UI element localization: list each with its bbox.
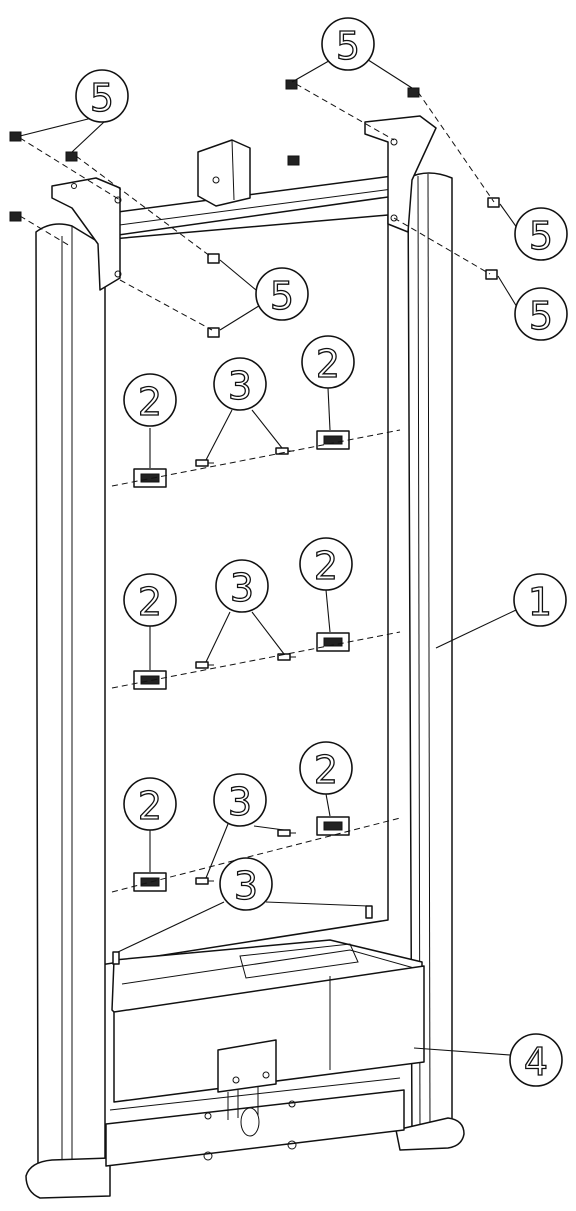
nut [207, 253, 220, 264]
screw [112, 951, 120, 965]
callout-2-row1-right: 2 [301, 335, 355, 389]
callout-5-right-upper: 5 [514, 207, 568, 261]
assembly-lines [19, 83, 495, 893]
callout-2-row3-left: 2 [123, 777, 177, 831]
nuts [9, 79, 500, 338]
left-foot [25, 1157, 111, 1199]
clip [316, 816, 350, 836]
base-beam [105, 1089, 405, 1167]
svg-text:3: 3 [230, 566, 254, 610]
clip [133, 468, 167, 488]
nut [9, 131, 22, 142]
svg-text:2: 2 [314, 544, 338, 588]
callout-2-row2-right: 2 [299, 537, 353, 591]
left-top-bracket [51, 177, 121, 291]
nut [9, 211, 22, 222]
nut [487, 197, 500, 208]
svg-text:2: 2 [314, 748, 338, 792]
nut [407, 87, 420, 98]
screw [195, 661, 214, 669]
top-center-bracket [197, 139, 251, 207]
nut [65, 151, 78, 162]
callout-5-center: 5 [255, 267, 309, 321]
callout-3-row2: 3 [215, 559, 269, 613]
svg-text:2: 2 [138, 784, 162, 828]
clip [316, 632, 350, 652]
clips [133, 430, 350, 892]
nut [285, 79, 298, 90]
svg-text:2: 2 [138, 380, 162, 424]
tray-bracket [217, 1039, 277, 1093]
callouts: 5 5 5 5 5 2 2 3 2 2 3 2 2 3 3 1 4 [75, 17, 568, 1087]
clip [316, 430, 350, 450]
callout-3-row3: 3 [213, 773, 267, 827]
svg-text:5: 5 [90, 76, 114, 120]
callout-2-row1-left: 2 [123, 373, 177, 427]
clip [133, 872, 167, 892]
tray-front [113, 965, 425, 1103]
callout-3-row1: 3 [213, 357, 267, 411]
callout-3-tray: 3 [219, 857, 273, 911]
svg-text:2: 2 [316, 342, 340, 386]
right-foot [395, 1117, 465, 1151]
leader-lines [19, 55, 521, 1056]
screws [112, 447, 373, 965]
nut [485, 269, 498, 280]
nut [287, 155, 300, 166]
svg-text:3: 3 [234, 864, 258, 908]
callout-1-frame: 1 [513, 573, 567, 627]
screw [195, 459, 214, 467]
svg-text:5: 5 [529, 294, 553, 338]
screw [195, 877, 214, 885]
left-column [35, 223, 106, 1183]
callout-2-row2-left: 2 [123, 573, 177, 627]
tray-assembly [111, 939, 425, 1120]
callout-5-top-center: 5 [321, 17, 375, 71]
callout-5-top-left: 5 [75, 69, 129, 123]
nut [207, 327, 220, 338]
svg-text:5: 5 [270, 274, 294, 318]
clip [133, 670, 167, 690]
svg-text:1: 1 [528, 580, 552, 624]
callout-2-row3-right: 2 [299, 741, 353, 795]
callout-4-tray: 4 [509, 1033, 563, 1087]
right-top-bracket [364, 115, 437, 233]
screw [365, 905, 373, 919]
callout-5-right-lower: 5 [514, 287, 568, 341]
svg-text:3: 3 [228, 780, 252, 824]
svg-text:2: 2 [138, 580, 162, 624]
svg-text:5: 5 [336, 24, 360, 68]
svg-text:5: 5 [529, 214, 553, 258]
svg-text:3: 3 [228, 364, 252, 408]
svg-text:4: 4 [524, 1040, 548, 1084]
